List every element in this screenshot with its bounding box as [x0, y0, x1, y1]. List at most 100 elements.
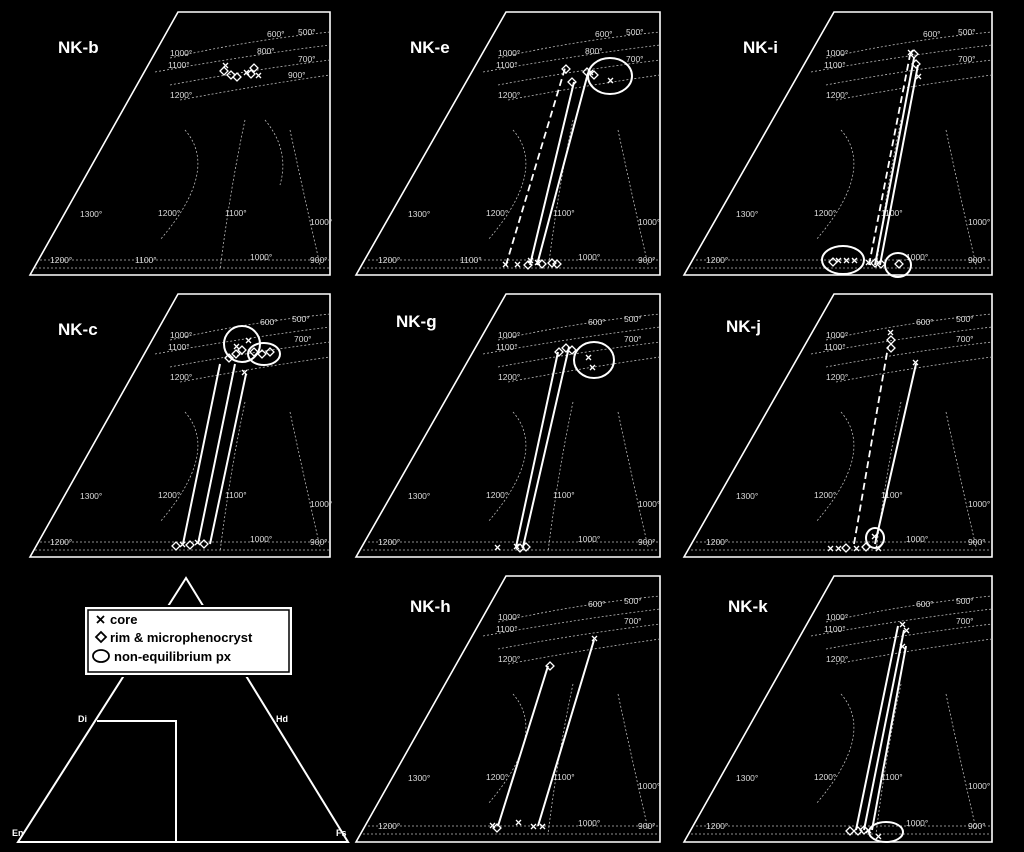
panel-title: NK-j	[726, 317, 761, 336]
legend-label-rim: rim & microphenocryst	[110, 630, 253, 645]
rim-symbol-icon	[94, 630, 108, 644]
isotherm-label: 1000°	[578, 818, 600, 828]
isotherm-label: 600°	[267, 29, 285, 39]
isotherm-label: 500°	[956, 314, 974, 324]
non-equilibrium-ellipse	[868, 821, 904, 843]
isotherm-label: 1000°	[170, 330, 192, 340]
panel-title: NK-i	[743, 38, 778, 57]
isotherm-label: 1200°	[706, 537, 728, 547]
pyroxene-triangle-outline	[16, 576, 350, 843]
isotherm-label: 900°	[968, 255, 986, 265]
isotherm-label: 600°	[260, 317, 278, 327]
isotherm-label: 500°	[956, 596, 974, 606]
isotherm-label: 700°	[624, 334, 642, 344]
isotherm-label: 1000°	[906, 252, 928, 262]
isotherm-label: 500°	[292, 314, 310, 324]
isotherm-label: 1100°	[225, 490, 247, 500]
key-triangle: Di Hd En Fs	[12, 576, 350, 843]
isotherm-label: 1000°	[638, 781, 660, 791]
quadrilateral-outline	[354, 11, 661, 276]
isotherm-lines	[363, 31, 661, 271]
isotherm-label: 1000°	[826, 612, 848, 622]
isotherm-label: 1000°	[310, 217, 332, 227]
isotherm-label: 700°	[298, 54, 316, 64]
panel-nk-k: NK-k 1000° 1100° 1200° 600° 500° 700° 13…	[682, 575, 993, 843]
non-equilibrium-symbol-icon	[92, 649, 110, 663]
isotherm-label: 1300°	[408, 209, 430, 219]
isotherm-label: 1300°	[736, 209, 758, 219]
data-points	[827, 329, 919, 553]
isotherm-label: 1100°	[460, 255, 482, 265]
isotherm-label: 1000°	[250, 534, 272, 544]
isotherm-label: 700°	[624, 616, 642, 626]
isotherm-label: 1100°	[824, 624, 846, 634]
isotherm-label: 500°	[624, 314, 642, 324]
tie-lines	[182, 363, 247, 545]
panel-nk-h: NK-h 1000° 1100° 1200° 600° 500° 700° 13…	[354, 575, 661, 843]
isotherm-label: 1300°	[80, 209, 102, 219]
isotherm-label: 500°	[298, 27, 316, 37]
isotherm-label: 500°	[624, 596, 642, 606]
panel-title: NK-h	[410, 597, 451, 616]
isotherm-label: 1100°	[496, 342, 518, 352]
panel-title: NK-e	[410, 38, 450, 57]
isotherm-label: 1300°	[736, 491, 758, 501]
data-points	[845, 621, 910, 840]
isotherm-label: 900°	[968, 537, 986, 547]
isotherm-label: 800°	[585, 46, 603, 56]
isotherm-label: 600°	[916, 317, 934, 327]
isotherm-label: 1200°	[170, 90, 192, 100]
legend: core rim & microphenocryst non-equilibri…	[83, 605, 294, 677]
isotherm-label: 1100°	[553, 490, 575, 500]
isotherm-label: 1000°	[968, 781, 990, 791]
isotherm-label: 1000°	[638, 499, 660, 509]
isotherm-label: 700°	[956, 334, 974, 344]
isotherm-lines	[363, 313, 661, 553]
isotherm-label: 1100°	[168, 60, 190, 70]
isotherm-label: 1000°	[638, 217, 660, 227]
isotherm-label: 600°	[595, 29, 613, 39]
isotherm-lines	[691, 595, 993, 835]
isotherm-label: 600°	[916, 599, 934, 609]
quadrilateral-subregion	[97, 720, 177, 842]
panel-nk-j: NK-j 1000° 1100° 1200° 600° 500° 700° 13…	[682, 293, 993, 558]
panel-nk-g: NK-g 1000° 1100° 1200° 600° 500° 700° 13…	[354, 293, 661, 558]
isotherm-label: 1100°	[135, 255, 157, 265]
isotherm-label: 1200°	[826, 90, 848, 100]
isotherm-label: 1000°	[498, 330, 520, 340]
isotherm-label: 1300°	[408, 773, 430, 783]
isotherm-label: 1200°	[826, 654, 848, 664]
isotherm-label: 1000°	[906, 818, 928, 828]
quadrilateral-outline	[354, 293, 661, 558]
isotherm-label: 1200°	[50, 537, 72, 547]
panel-nk-e: NK-e 1000° 1100° 1200° 800° 600° 500° 70…	[354, 11, 661, 276]
isotherm-label: 1300°	[80, 491, 102, 501]
quadrilateral-outline	[28, 11, 331, 276]
isotherm-label: 1200°	[826, 372, 848, 382]
isotherm-label: 1000°	[170, 48, 192, 58]
isotherm-label: 1300°	[408, 491, 430, 501]
isotherm-label: 700°	[626, 54, 644, 64]
tie-lines	[505, 64, 589, 266]
isotherm-label: 1200°	[814, 490, 836, 500]
legend-label-non-equilibrium: non-equilibrium px	[114, 649, 232, 664]
isotherm-label: 600°	[588, 317, 606, 327]
isotherm-label: 1100°	[824, 342, 846, 352]
isotherm-lines	[363, 595, 661, 835]
isotherm-label: 600°	[588, 599, 606, 609]
isotherm-label: 1000°	[826, 48, 848, 58]
quadrilateral-outline	[354, 575, 661, 843]
tie-lines	[853, 346, 917, 545]
isotherm-label: 1100°	[824, 60, 846, 70]
isotherm-label: 1200°	[486, 208, 508, 218]
isotherm-label: 1200°	[706, 255, 728, 265]
isotherm-label: 800°	[257, 46, 275, 56]
panel-title: NK-k	[728, 597, 768, 616]
isotherm-label: 1100°	[881, 772, 903, 782]
isotherm-label: 700°	[956, 616, 974, 626]
isotherm-label: 1000°	[826, 330, 848, 340]
isotherm-label: 1200°	[378, 255, 400, 265]
legend-box	[83, 605, 294, 677]
isotherm-label: 1000°	[578, 534, 600, 544]
